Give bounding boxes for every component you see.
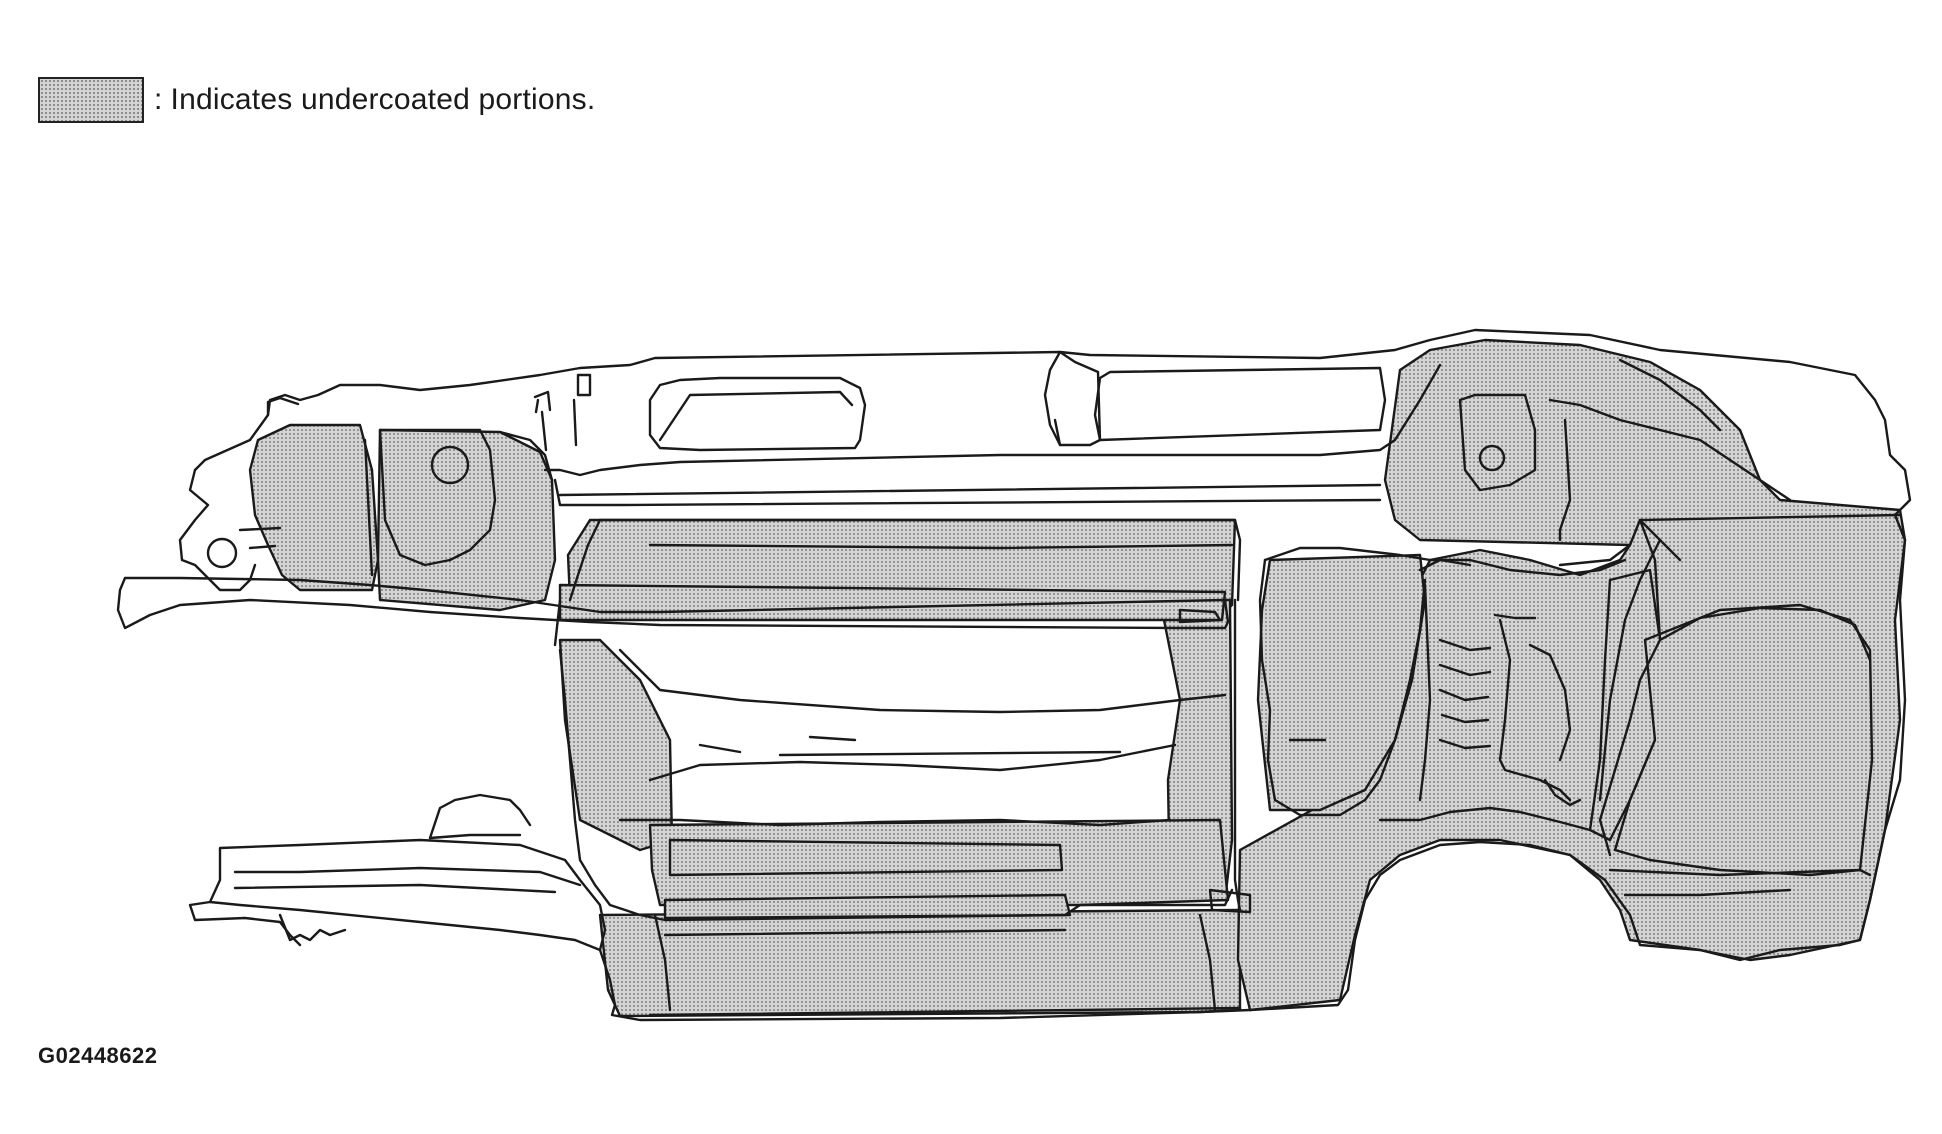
outline-cowl xyxy=(543,363,1442,477)
undercoat-floor-lower xyxy=(648,818,1230,907)
outline-top-edge xyxy=(193,328,1912,517)
outline-front-apron xyxy=(178,468,257,592)
outline-front-bracket xyxy=(266,396,300,417)
outline-left-rocker xyxy=(208,838,607,952)
undercoat-left-sill xyxy=(663,893,1072,920)
outline-lower-sill xyxy=(598,948,1252,1022)
undercoat-rear-tire-well xyxy=(1613,603,1874,877)
legend-separator: : xyxy=(154,83,163,116)
outline-floor xyxy=(558,648,1234,922)
outline-rear-shock-hole xyxy=(1478,444,1506,472)
outline-front-rail xyxy=(116,576,1230,630)
outline-rear-quarter xyxy=(1248,513,1907,1012)
underbody-outline xyxy=(116,328,1912,1022)
legend-undercoat-swatch xyxy=(38,77,144,123)
outline-front-hole xyxy=(206,537,238,569)
outline-strut-hole xyxy=(430,445,470,485)
legend-label: Indicates undercoated portions. xyxy=(170,83,596,116)
undercoat-floor-left-strip xyxy=(558,638,674,852)
undercoat-regions xyxy=(248,338,1907,1018)
undercoat-rocker-sill xyxy=(598,908,1242,1018)
undercoat-front-left-apron xyxy=(248,423,380,592)
outline-rear-inner xyxy=(1263,546,1627,577)
outline-strut-tower xyxy=(378,428,497,567)
outline-cowl-vent-left xyxy=(648,376,867,452)
outline-rear-shock-tower xyxy=(1458,393,1537,492)
legend: : Indicates undercoated portions. xyxy=(38,76,595,124)
figure-id: G02448622 xyxy=(38,1043,158,1068)
outline-cowl-vent-right xyxy=(1093,366,1387,442)
undercoat-rear-floor xyxy=(1588,568,1662,842)
